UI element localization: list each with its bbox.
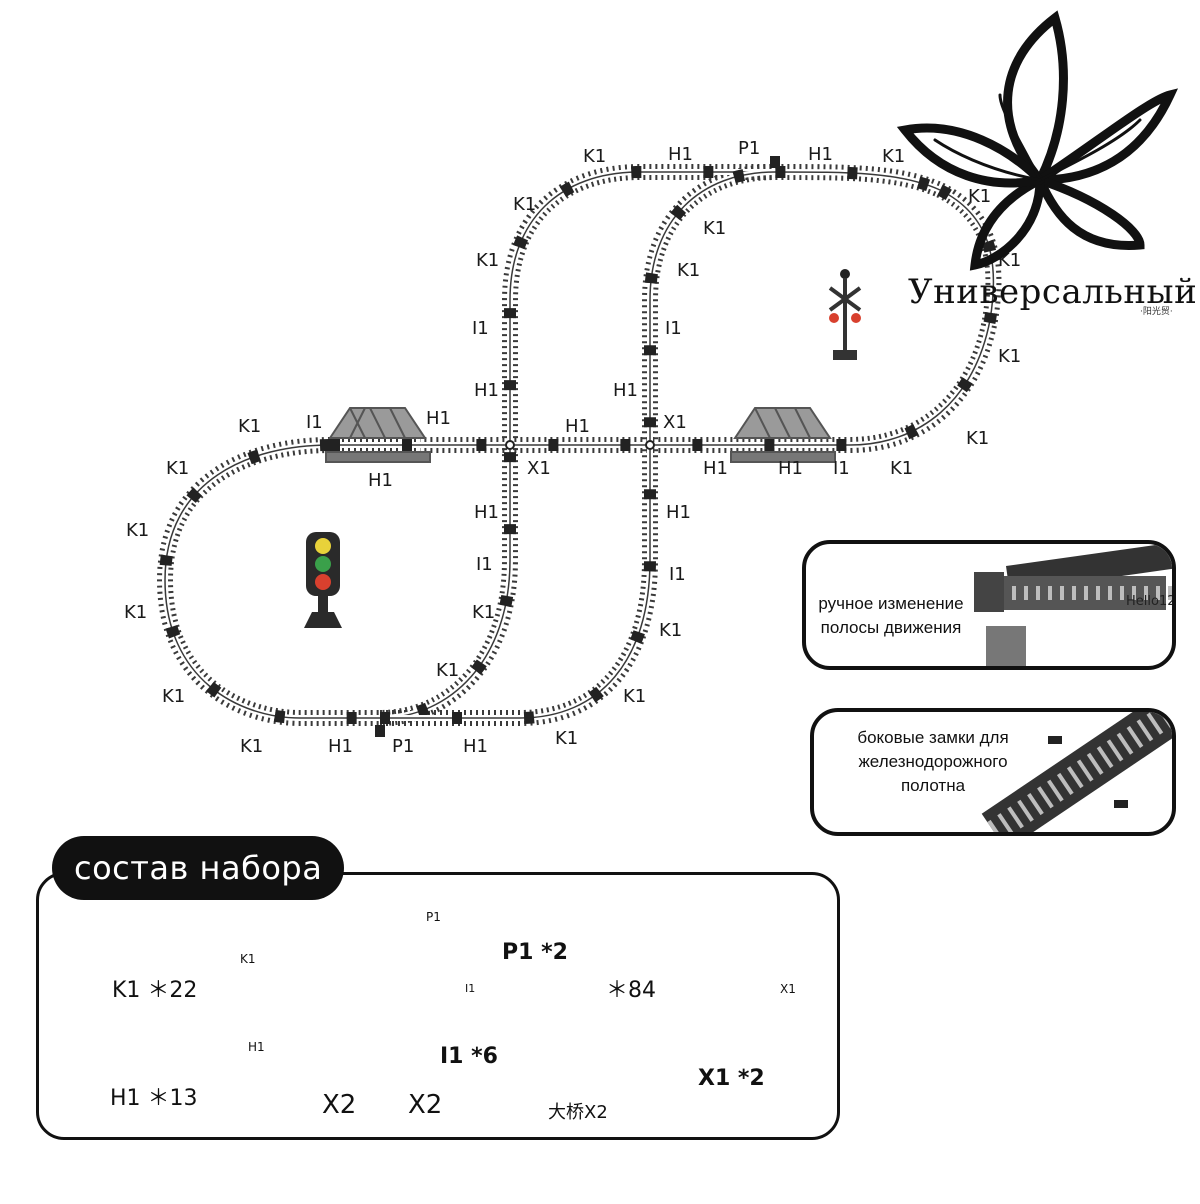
layout-label: K1 bbox=[240, 736, 263, 757]
callout-switch-line1: ручное изменение bbox=[806, 592, 976, 616]
layout-label: K1 bbox=[998, 346, 1021, 367]
kit-p1-tag: P1 bbox=[426, 910, 441, 924]
layout-label: H1 bbox=[703, 458, 728, 479]
layout-label: K1 bbox=[513, 194, 536, 215]
kit-k1-tag: K1 bbox=[240, 952, 256, 966]
switch-bottom-lever bbox=[375, 725, 385, 737]
kit-x1-count: X1 *2 bbox=[698, 1066, 765, 1091]
layout-label: H1 bbox=[808, 144, 833, 165]
crossing-right-center bbox=[646, 441, 654, 449]
light-yellow bbox=[315, 538, 331, 554]
callout-locks-line2: железнодорожного bbox=[838, 750, 1028, 774]
layout-label: K1 bbox=[555, 728, 578, 749]
layout-label: H1 bbox=[426, 408, 451, 429]
kit-clips-count: ＊84 bbox=[606, 972, 656, 1004]
layout-label: I1 bbox=[833, 458, 850, 479]
kit-i1-tag: I1 bbox=[465, 982, 475, 995]
layout-label: K1 bbox=[472, 602, 495, 623]
layout-label: H1 bbox=[368, 470, 393, 491]
layout-label: K1 bbox=[703, 218, 726, 239]
callout-switch: ручное изменение полосы движения Hello12… bbox=[802, 540, 1176, 670]
layout-label: K1 bbox=[166, 458, 189, 479]
switch-top-lever bbox=[770, 156, 780, 168]
layout-label: K1 bbox=[124, 602, 147, 623]
kit-signal-count: X2 bbox=[322, 1090, 356, 1120]
bridge-left bbox=[326, 408, 430, 462]
light-red bbox=[315, 574, 331, 590]
traffic-light-layout bbox=[304, 532, 342, 628]
callout-switch-watermark: Hello123 bbox=[1126, 594, 1176, 609]
layout-label: K1 bbox=[890, 458, 913, 479]
layout-label: K1 bbox=[583, 146, 606, 167]
kit-h1-count: H1 ＊13 bbox=[110, 1080, 198, 1112]
layout-label: K1 bbox=[677, 260, 700, 281]
kit-x1-tag: X1 bbox=[780, 982, 796, 996]
callout-locks-line1: боковые замки для bbox=[838, 726, 1028, 750]
layout-label: H1 bbox=[778, 458, 803, 479]
layout-label: K1 bbox=[623, 686, 646, 707]
layout-label: P1 bbox=[392, 736, 414, 757]
layout-label: H1 bbox=[565, 416, 590, 437]
layout-label: P1 bbox=[738, 138, 760, 159]
layout-label: K1 bbox=[436, 660, 459, 681]
layout-label: K1 bbox=[968, 186, 991, 207]
kit-h1-tag: H1 bbox=[248, 1040, 265, 1054]
layout-label: H1 bbox=[668, 144, 693, 165]
layout-label: K1 bbox=[476, 250, 499, 271]
layout-label: X1 bbox=[663, 412, 687, 433]
layout-label: I1 bbox=[665, 318, 682, 339]
layout-label: X1 bbox=[527, 458, 551, 479]
callout-locks-line3: полотна bbox=[838, 774, 1028, 798]
layout-label: H1 bbox=[474, 380, 499, 401]
kit-title: состав набора bbox=[52, 836, 344, 900]
layout-label: H1 bbox=[474, 502, 499, 523]
kit-p1-count: P1 *2 bbox=[502, 940, 568, 965]
layout-label: I1 bbox=[472, 318, 489, 339]
bridge-right bbox=[731, 408, 835, 462]
layout-label: H1 bbox=[328, 736, 353, 757]
kit-k1-count: K1 ＊22 bbox=[112, 972, 197, 1004]
kit-bridge-count: 大桥X2 bbox=[548, 1098, 608, 1124]
layout-label: K1 bbox=[162, 686, 185, 707]
callout-switch-line2: полосы движения bbox=[806, 616, 976, 640]
layout-label: K1 bbox=[126, 520, 149, 541]
layout-label: I1 bbox=[306, 412, 323, 433]
brand-sub: ·阳光贸· bbox=[1140, 304, 1173, 317]
layout-label: K1 bbox=[659, 620, 682, 641]
brand-flower-logo bbox=[905, 18, 1170, 265]
layout-label: I1 bbox=[669, 564, 686, 585]
layout-label: H1 bbox=[666, 502, 691, 523]
layout-label: H1 bbox=[463, 736, 488, 757]
layout-label: K1 bbox=[966, 428, 989, 449]
callout-locks: боковые замки для железнодорожного полот… bbox=[810, 708, 1176, 836]
layout-label: H1 bbox=[613, 380, 638, 401]
layout-label: K1 bbox=[238, 416, 261, 437]
kit-crossing-count: X2 bbox=[408, 1090, 442, 1120]
layout-label: K1 bbox=[882, 146, 905, 167]
crossing-left-center bbox=[506, 441, 514, 449]
light-green bbox=[315, 556, 331, 572]
crossing-sign-layout bbox=[829, 269, 861, 360]
layout-label: I1 bbox=[476, 554, 493, 575]
kit-i1-count: I1 *6 bbox=[440, 1044, 498, 1069]
